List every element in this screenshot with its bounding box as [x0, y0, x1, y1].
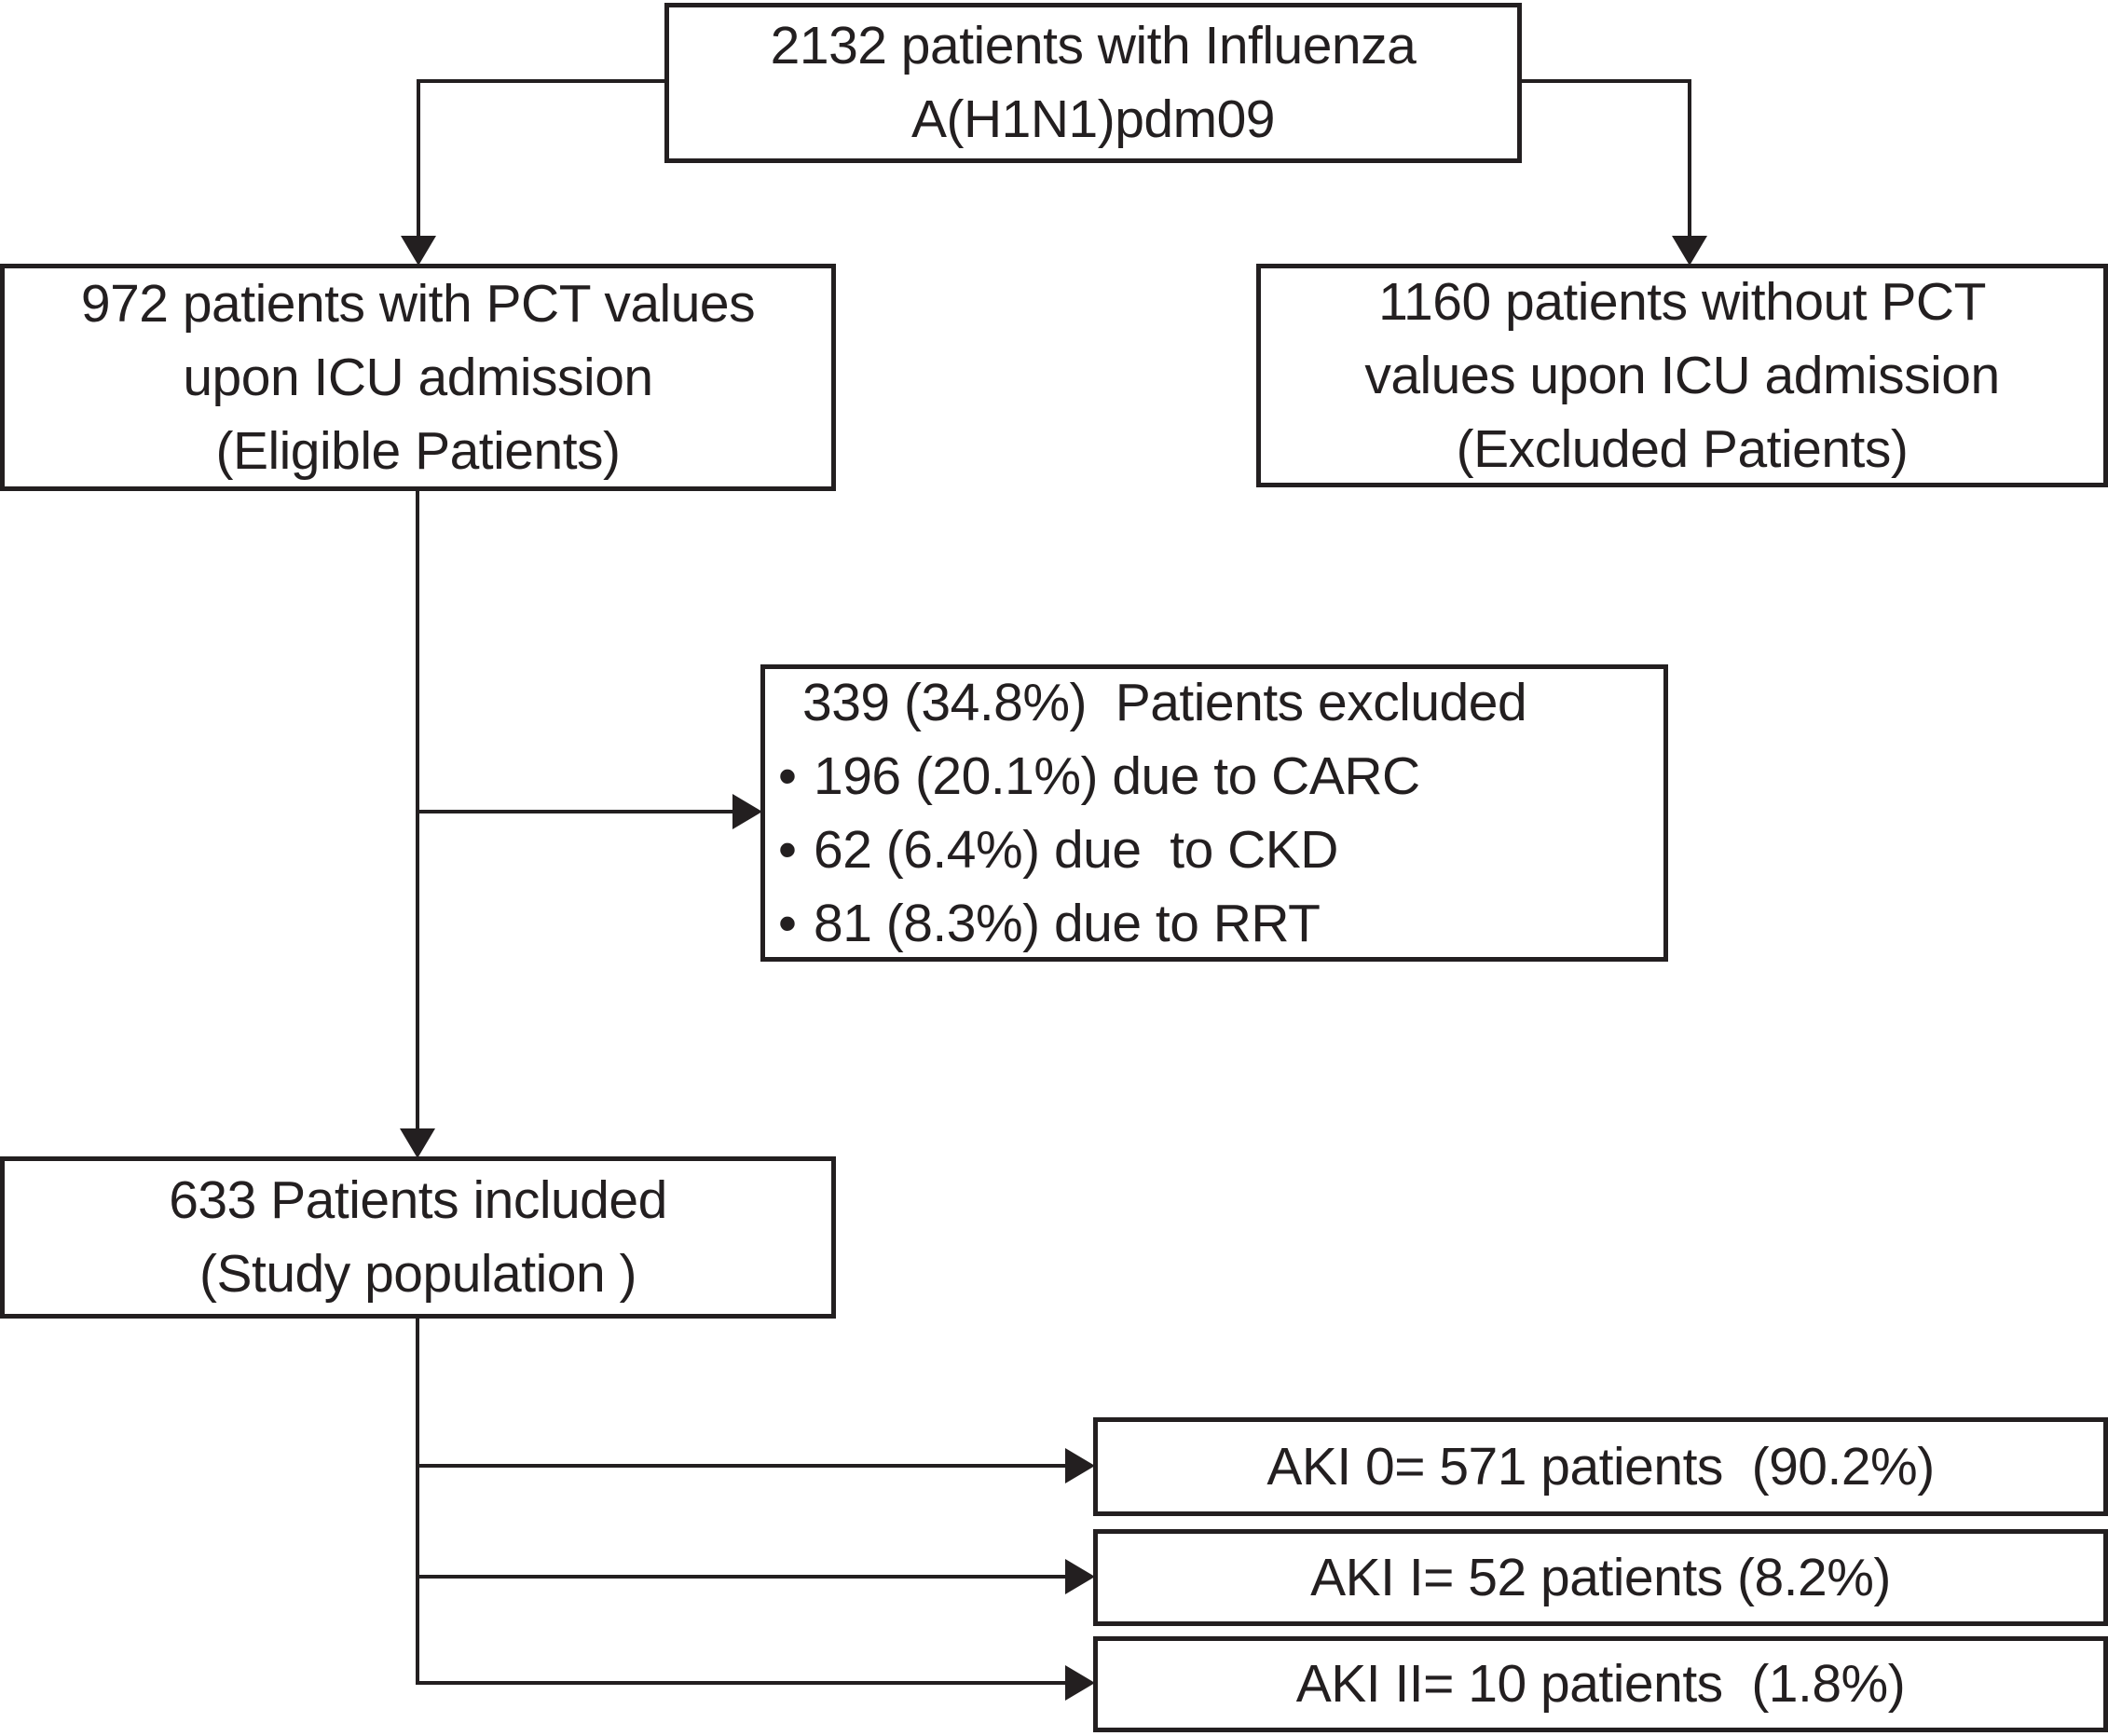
arrowhead-right-aki2 [1065, 1665, 1095, 1701]
connector-total-to-nopct-horizontal [1519, 79, 1690, 83]
aki-2-box: AKI II= 10 patients (1.8%) [1093, 1636, 2108, 1732]
connector-total-to-nopct-vertical [1688, 79, 1691, 238]
aki-0-box: AKI 0= 571 patients (90.2%) [1093, 1417, 2108, 1516]
arrowhead-right-exclusion [732, 794, 762, 829]
exclusion-reason-carc: 196 (20.1%) due to CARC [814, 745, 1420, 806]
excluded-no-pct-line-3: (Excluded Patients) [1456, 418, 1909, 479]
excluded-no-pct-line-1: 1160 patients without PCT [1378, 271, 1986, 332]
arrowhead-right-aki0 [1065, 1448, 1095, 1483]
included-patients-line-2: (Study population ) [199, 1244, 637, 1304]
excluded-no-pct-box: 1160 patients without PCT values upon IC… [1256, 264, 2108, 487]
bullet-icon: • [778, 745, 797, 806]
eligible-patients-line-3: (Eligible Patients) [215, 420, 621, 481]
included-patients-line-1: 633 Patients included [169, 1170, 667, 1230]
arrowhead-down-included [400, 1128, 435, 1158]
connector-branch-aki1-horizontal [417, 1575, 1067, 1579]
connector-branch-aki0-horizontal [417, 1464, 1067, 1468]
arrowhead-right-aki1 [1065, 1559, 1095, 1594]
total-patients-line-1: 2132 patients with Influenza [770, 16, 1417, 75]
aki-2-label: AKI II= 10 patients (1.8%) [1295, 1654, 1906, 1714]
excluded-no-pct-line-2: values upon ICU admission [1364, 345, 2000, 405]
connector-branch-aki2-horizontal [417, 1681, 1067, 1685]
connector-total-to-eligible-horizontal [418, 79, 666, 83]
total-patients-box: 2132 patients with Influenza A(H1N1)pdm0… [664, 3, 1522, 163]
connector-branch-exclusion-horizontal [417, 810, 734, 813]
total-patients-line-2: A(H1N1)pdm09 [911, 89, 1276, 149]
exclusion-reason-rrt: 81 (8.3%) due to RRT [814, 893, 1321, 953]
arrowhead-down-eligible [401, 236, 436, 266]
eligible-patients-line-2: upon ICU admission [183, 347, 653, 407]
aki-1-box: AKI I= 52 patients (8.2%) [1093, 1529, 2108, 1626]
aki-1-label: AKI I= 52 patients (8.2%) [1310, 1547, 1891, 1607]
bullet-icon: • [778, 819, 797, 880]
arrowhead-down-nopct [1672, 236, 1707, 266]
exclusion-reason-item: • 81 (8.3%) due to RRT [778, 887, 1663, 961]
exclusion-reasons-box: 339 (34.8%) Patients excluded • 196 (20.… [760, 664, 1668, 962]
bullet-icon: • [778, 893, 797, 953]
eligible-patients-box: 972 patients with PCT values upon ICU ad… [0, 264, 836, 491]
connector-included-to-aki-vertical [416, 1319, 419, 1685]
aki-0-label: AKI 0= 571 patients (90.2%) [1266, 1436, 1935, 1497]
eligible-patients-line-1: 972 patients with PCT values [80, 273, 756, 334]
exclusion-reason-item: • 196 (20.1%) due to CARC [778, 740, 1663, 813]
included-patients-box: 633 Patients included (Study population … [0, 1156, 836, 1319]
exclusion-reason-ckd: 62 (6.4%) due to CKD [814, 819, 1338, 880]
connector-total-to-eligible-vertical [417, 79, 420, 238]
exclusion-reasons-title: 339 (34.8%) Patients excluded [802, 672, 1527, 732]
exclusion-reason-item: • 62 (6.4%) due to CKD [778, 813, 1663, 887]
